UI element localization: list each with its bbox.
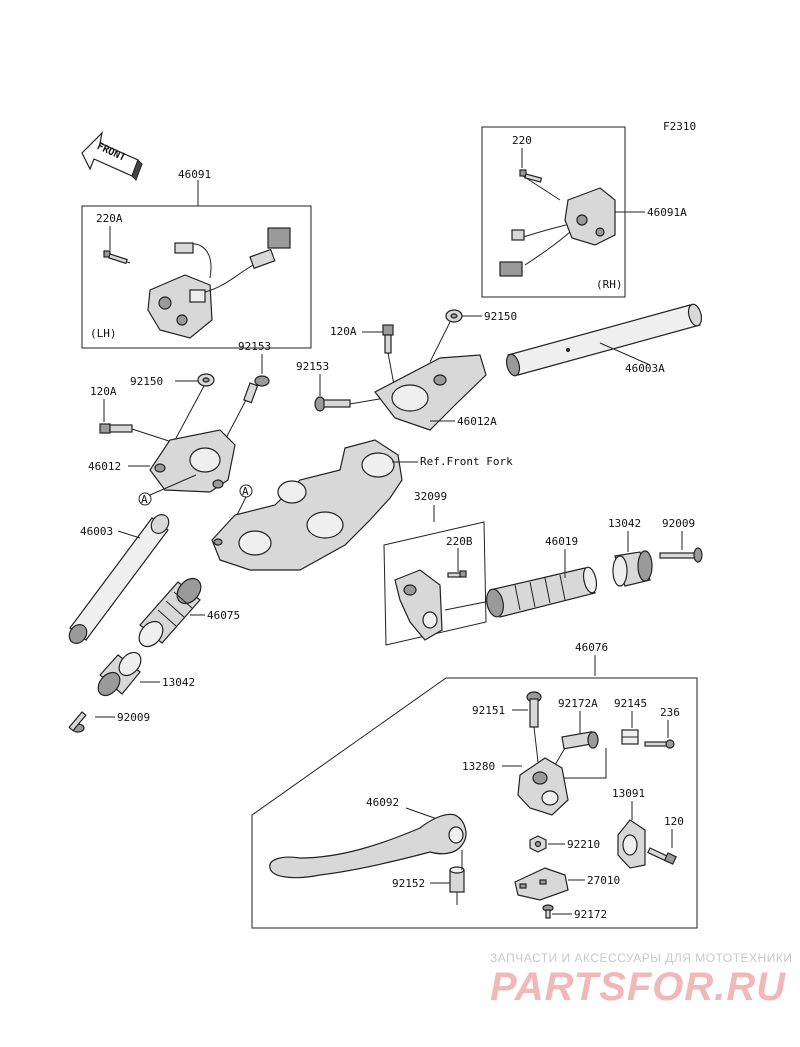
label-92150-top: 92150 [484,310,517,323]
adjuster-92172A-icon [551,731,599,771]
label-220A: 220A [96,212,123,225]
screw-92009-right-icon [659,547,703,563]
label-13280: 13280 [462,760,495,773]
screw-220B-icon [447,570,467,578]
label-32099: 32099 [414,490,447,503]
leader-switch-link [560,748,607,779]
label-120: 120 [664,815,684,828]
screw-92172-icon [542,904,554,919]
label-220B: 220B [446,535,473,548]
label-92009-l: 92009 [117,711,150,724]
clamp-46012-icon [149,429,236,493]
assembly-32099-box: 220B [383,521,496,646]
label-46003: 46003 [80,525,113,538]
label-92172: 92172 [574,908,607,921]
leader-46092 [405,807,441,821]
label-27010: 27010 [587,874,620,887]
bolt-92153-mid-icon [314,396,386,412]
label-92153-mid: 92153 [296,360,329,373]
nut-92210-icon [529,835,547,853]
label-46012: 46012 [88,460,121,473]
label-13042-l: 13042 [162,676,195,689]
handlebar-right-icon [505,303,703,377]
leader-46003 [117,530,141,539]
watermark-logo: PARTSFOR.RU [490,965,786,1009]
bolt-120A-left-icon [99,423,173,443]
label-13091: 13091 [612,787,645,800]
label-46003A: 46003A [625,362,665,375]
clamp-46012A-icon [374,354,487,431]
brake-lever-46092-icon [269,813,467,879]
diagram-id: F2310 [663,120,696,133]
label-46075: 46075 [207,609,240,622]
label-46076: 46076 [575,641,608,654]
label-46019: 46019 [545,535,578,548]
label-46091: 46091 [178,168,211,181]
label-92150-left: 92150 [130,375,163,388]
label-92145: 92145 [614,697,647,710]
screw-236-icon [644,739,675,749]
lh-switch-box: (LH) [81,205,312,349]
rh-switch-box: (RH) [481,126,626,298]
label-92210: 92210 [567,838,600,851]
label-120A-left: 120A [90,385,117,398]
label-120A-top: 120A [330,325,357,338]
svg-text:A: A [242,485,249,498]
label-236: 236 [660,706,680,719]
handlebar-left-icon [68,514,170,644]
screw-220-icon [519,169,561,201]
front-arrow-icon: FRONT [81,131,143,181]
label-92152: 92152 [392,877,425,890]
bolt-92153-top-icon [224,375,270,441]
bolt-92151-icon [526,691,542,763]
triple-clamp-icon [211,439,403,571]
pivot-collar-92152-icon [449,866,465,905]
lever-assembly-box [251,677,698,929]
rh-box-label: (RH) [596,278,623,291]
label-13042-r: 13042 [608,517,641,530]
spring-92145-icon [621,729,639,745]
switch-27010-icon [514,867,569,901]
label-46092: 46092 [366,796,399,809]
grip-right-46019-icon [486,566,598,618]
label-92151: 92151 [472,704,505,717]
label-92009-r: 92009 [662,517,695,530]
screw-92009-left-icon [68,711,87,733]
bolt-120A-top-icon [382,324,396,391]
label-92153-top: 92153 [238,340,271,353]
label-46012A: 46012A [457,415,497,428]
lever-holder-13280-icon [517,757,569,816]
bolt-120-icon [647,847,677,865]
leader-46003A [599,342,651,366]
rh-switch-housing-icon [499,187,616,277]
lh-switch-housing-icon [147,227,291,339]
throttle-housing-icon [394,569,443,641]
label-220: 220 [512,134,532,147]
screw-220A-icon [103,250,131,265]
label-92172A: 92172A [558,697,598,710]
clamp-13091-icon [617,819,646,869]
label-ref-front-fork: Ref.Front Fork [420,455,513,468]
bar-end-weight-right-icon [612,550,653,587]
collar-92150-left-icon [174,373,215,441]
lh-box-label: (LH) [90,327,117,340]
collar-92150-top-icon [429,309,463,363]
label-46091A: 46091A [647,206,687,219]
grip-left-46075-icon [138,577,202,648]
svg-text:A: A [141,493,148,506]
watermark-tagline: ЗАПЧАСТИ И АКСЕССУАРЫ ДЛЯ МОТОТЕХНИКИ [490,951,792,965]
bar-end-weight-left-icon [97,651,142,697]
ref-a-marker-left: A [138,474,197,506]
